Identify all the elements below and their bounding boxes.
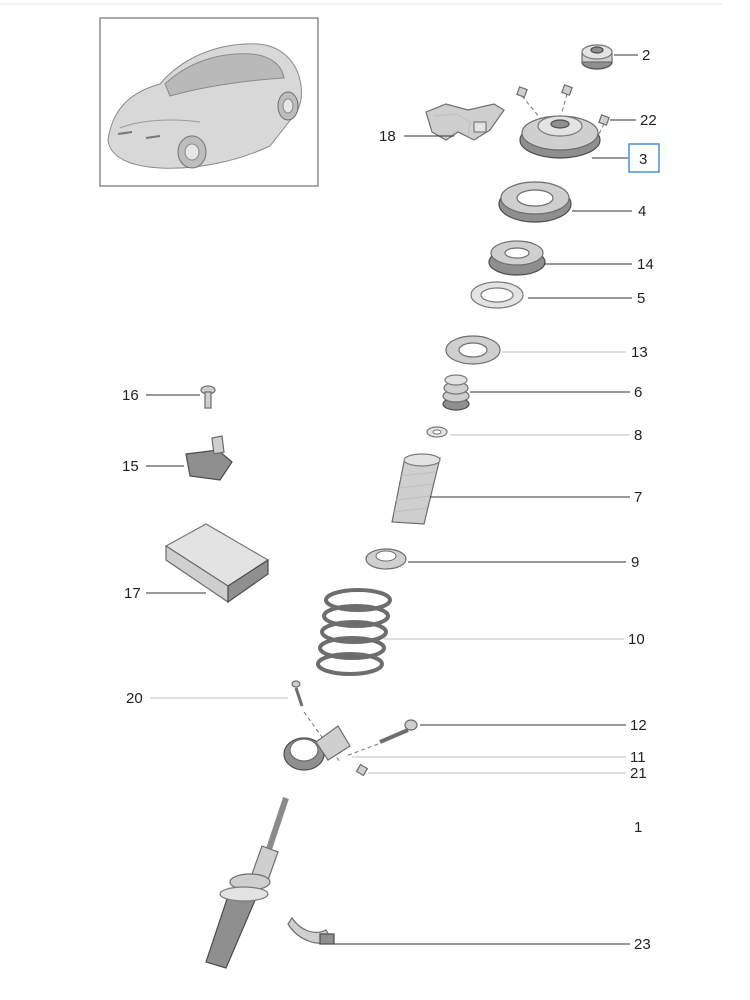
part-2-top-nut[interactable]	[581, 44, 613, 70]
callout-10[interactable]: 10	[628, 631, 645, 648]
part-4-spring-seat[interactable]	[498, 181, 572, 223]
callout-15[interactable]: 15	[122, 458, 139, 475]
part-3-top-mount[interactable]	[519, 115, 601, 159]
callout-21[interactable]: 21	[630, 765, 647, 782]
part-10-coil-spring[interactable]	[316, 588, 392, 676]
vehicle-thumbnail[interactable]	[99, 17, 319, 187]
part-6-bump-stop[interactable]	[442, 374, 470, 411]
callout-7[interactable]: 7	[634, 489, 642, 506]
car-illustration-icon	[107, 43, 303, 169]
callout-4[interactable]: 4	[638, 203, 646, 220]
part-1-shock-absorber[interactable]	[205, 797, 289, 969]
selected-callout-highlight	[628, 143, 660, 173]
part-7-dust-boot[interactable]	[391, 453, 441, 525]
part-22-nuts[interactable]	[516, 84, 610, 141]
callout-16[interactable]: 16	[122, 387, 139, 404]
callout-5[interactable]: 5	[637, 290, 645, 307]
part-9-lower-seat[interactable]	[365, 548, 407, 570]
part-23-clip[interactable]	[287, 916, 335, 945]
part-15-sensor[interactable]	[185, 435, 233, 481]
part-17-control-unit[interactable]	[164, 523, 270, 604]
callout-12[interactable]: 12	[630, 717, 647, 734]
callout-22[interactable]: 22	[640, 112, 657, 129]
callout-9[interactable]: 9	[631, 554, 639, 571]
callout-3[interactable]: 3	[639, 151, 647, 168]
callout-14[interactable]: 14	[637, 256, 654, 273]
callout-1[interactable]: 1	[634, 819, 642, 836]
part-8-small-washer[interactable]	[426, 426, 448, 438]
part-5-washer[interactable]	[470, 281, 524, 309]
callout-13[interactable]: 13	[631, 344, 648, 361]
part-11-clamp[interactable]	[283, 725, 351, 771]
callout-20[interactable]: 20	[126, 690, 143, 707]
part-16-bolt[interactable]	[200, 385, 216, 409]
callout-11[interactable]: 11	[630, 749, 646, 766]
part-13-ring[interactable]	[445, 335, 501, 365]
callout-2[interactable]: 2	[642, 47, 650, 64]
callout-6[interactable]: 6	[634, 384, 642, 401]
part-21-nut[interactable]	[355, 763, 369, 777]
callout-labels: 2 22 3 18 4 14 5 13 16 6 8 15 7 17 9 10 …	[122, 47, 657, 953]
callout-17[interactable]: 17	[124, 585, 141, 602]
leader-lines	[146, 54, 638, 945]
part-14-bearing[interactable]	[488, 240, 546, 276]
part-18-bracket[interactable]	[425, 103, 505, 141]
callout-23[interactable]: 23	[634, 936, 651, 953]
callout-8[interactable]: 8	[634, 427, 642, 444]
part-12-bolt[interactable]	[345, 719, 418, 757]
callout-18[interactable]: 18	[379, 128, 396, 145]
